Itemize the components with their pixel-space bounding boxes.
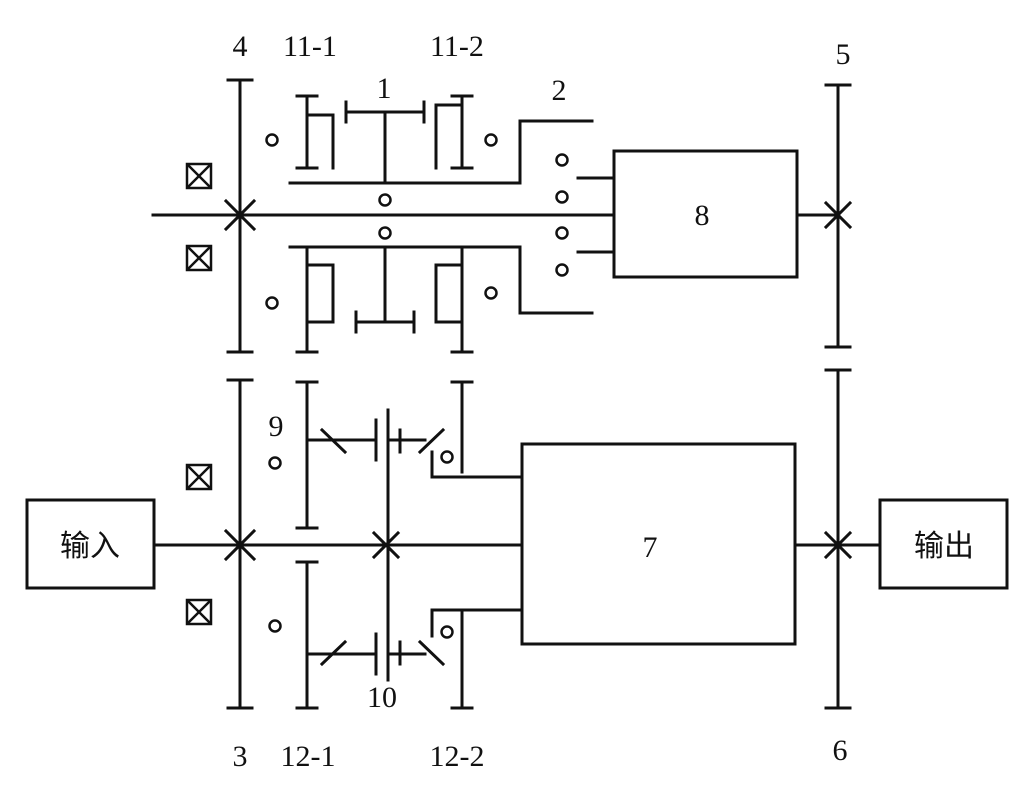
label-11-2: 11-2 bbox=[430, 30, 484, 63]
label-12-2: 12-2 bbox=[430, 740, 485, 773]
pin-icon bbox=[555, 153, 569, 167]
bearing-icon bbox=[185, 463, 213, 491]
clutch-1 bbox=[344, 100, 426, 334]
label-1: 1 bbox=[377, 72, 392, 105]
label-4: 4 bbox=[233, 30, 248, 63]
label-10: 10 bbox=[367, 681, 397, 714]
label-3: 3 bbox=[233, 740, 248, 773]
bearing-symbols bbox=[185, 162, 213, 626]
pin-circles bbox=[265, 133, 569, 639]
pin-icon bbox=[484, 286, 498, 300]
upper-shaft bbox=[151, 119, 840, 315]
pin-icon bbox=[378, 193, 392, 207]
pin-icon bbox=[440, 450, 454, 464]
pin-icon bbox=[555, 190, 569, 204]
clutch-11-2 bbox=[434, 94, 474, 354]
pin-icon bbox=[484, 133, 498, 147]
component-7: 7 bbox=[520, 442, 797, 646]
clutch-11-1 bbox=[295, 94, 335, 354]
input-label: 输入 bbox=[60, 529, 120, 564]
pin-icon bbox=[555, 263, 569, 277]
output-label: 输出 bbox=[914, 529, 974, 564]
gear-6 bbox=[823, 368, 853, 710]
pin-icon bbox=[378, 226, 392, 240]
gear-10 bbox=[338, 408, 401, 682]
pin-icon bbox=[265, 296, 279, 310]
pin-icon bbox=[265, 133, 279, 147]
label-9: 9 bbox=[269, 410, 284, 443]
bearing-icon bbox=[185, 598, 213, 626]
label-5: 5 bbox=[836, 38, 851, 71]
label-12-1: 12-1 bbox=[281, 740, 336, 773]
pin-icon bbox=[555, 226, 569, 240]
component-8: 8 bbox=[612, 149, 799, 279]
pin-icon bbox=[268, 456, 282, 470]
input-block: 输入 bbox=[25, 498, 156, 590]
bearing-icon bbox=[185, 244, 213, 272]
output-block: 输出 bbox=[878, 498, 1009, 590]
pin-icon bbox=[268, 619, 282, 633]
gear-12-2 bbox=[386, 380, 474, 710]
bearing-icon bbox=[185, 162, 213, 190]
label-6: 6 bbox=[833, 734, 848, 767]
label-11-1: 11-1 bbox=[283, 30, 337, 63]
label-7: 7 bbox=[643, 531, 658, 564]
label-8: 8 bbox=[695, 199, 710, 232]
part-labels: 4 11-1 1 11-2 2 5 9 10 3 12-1 12-2 6 bbox=[233, 30, 851, 773]
gear-12-1 bbox=[295, 380, 348, 710]
lower-shaft bbox=[152, 450, 882, 638]
label-2: 2 bbox=[552, 74, 567, 107]
pin-icon bbox=[440, 625, 454, 639]
